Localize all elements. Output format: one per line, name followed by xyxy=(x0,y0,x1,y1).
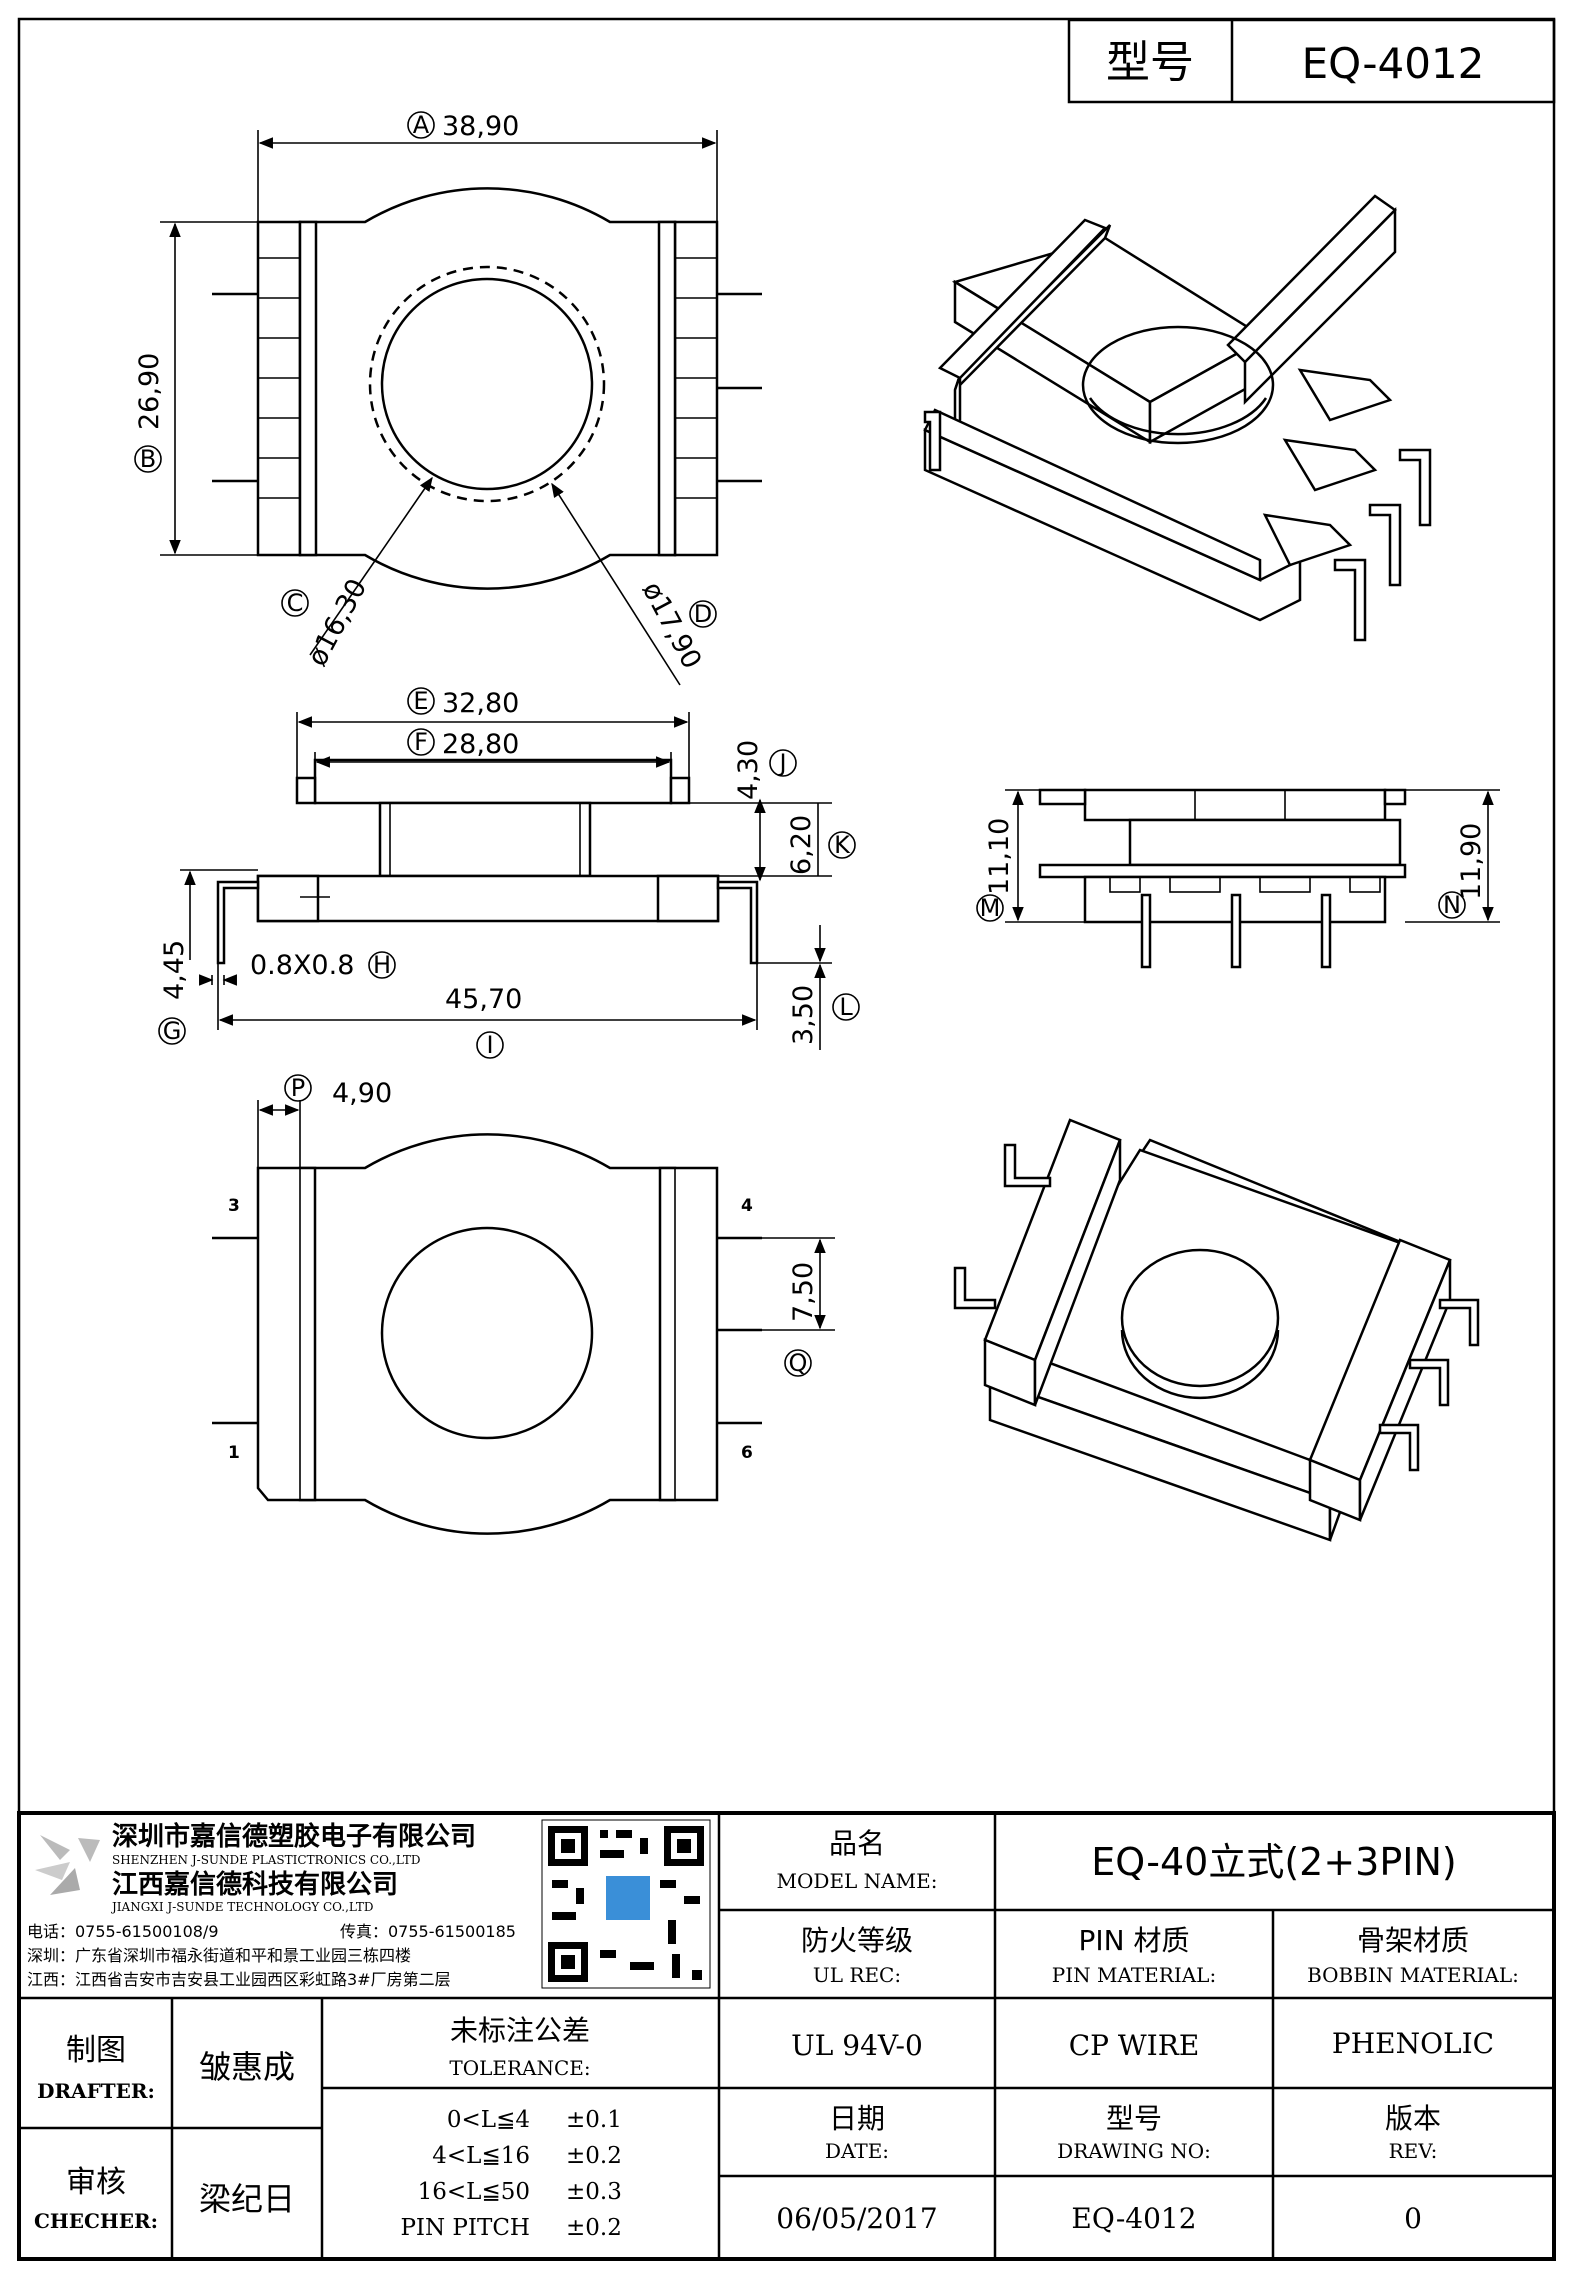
dim-l-value: 3,50 xyxy=(788,985,819,1045)
dim-c-tag: C xyxy=(287,589,304,617)
iso-view-bottom xyxy=(953,1118,1480,1542)
drafter-en: DRAFTER: xyxy=(37,2079,155,2103)
drawing-no-cn: 型号 xyxy=(1106,2102,1162,2135)
pin-material-cn: PIN 材质 xyxy=(1079,1924,1190,1957)
ul-rec-cn: 防火等级 xyxy=(801,1924,913,1957)
model-name-value: EQ-40立式(2+3PIN) xyxy=(1091,1840,1456,1884)
date-cn: 日期 xyxy=(829,2102,885,2135)
dim-l-tag: L xyxy=(839,993,853,1021)
tolerance-value-1: ±0.1 xyxy=(566,2107,622,2133)
drafter-value: 皱惠成 xyxy=(199,2048,295,2086)
title-block: 深圳市嘉信德塑胶电子有限公司 SHENZHEN J-SUNDE PLASTICT… xyxy=(17,1811,1556,2261)
dim-j-tag: J xyxy=(777,749,786,777)
dim-n-tag: N xyxy=(1443,891,1461,919)
rev-cn: 版本 xyxy=(1385,2102,1441,2135)
dim-e-value: 32,80 xyxy=(442,688,519,719)
bobbin-material-en: BOBBIN MATERIAL: xyxy=(1307,1963,1519,1987)
dim-g-tag: G xyxy=(163,1017,182,1045)
bobbin-material-value: PHENOLIC xyxy=(1332,2027,1494,2060)
dim-h-tag: H xyxy=(373,951,391,979)
qr-code xyxy=(541,1819,711,1989)
company-tel: 电话：0755-61500108/9 xyxy=(27,1922,219,1941)
pin-6-label: 6 xyxy=(741,1443,753,1463)
company-name-sz-en: SHENZHEN J-SUNDE PLASTICTRONICS CO.,LTD xyxy=(112,1853,420,1867)
dim-m-tag: M xyxy=(980,894,1001,922)
rev-en: REV: xyxy=(1389,2139,1438,2163)
bobbin-material-cn: 骨架材质 xyxy=(1357,1924,1469,1957)
dim-m-value: 11,10 xyxy=(984,818,1015,895)
tolerance-en: TOLERANCE: xyxy=(449,2056,590,2080)
dim-a-tag: A xyxy=(413,111,430,139)
dim-i-tag: I xyxy=(486,1031,493,1059)
checker-cn: 审核 xyxy=(66,2165,126,2200)
tolerance-value-4: ±0.2 xyxy=(566,2215,622,2241)
dim-f-value: 28,80 xyxy=(442,729,519,760)
drawing-no-en: DRAWING NO: xyxy=(1057,2139,1211,2163)
tolerance-value-3: ±0.3 xyxy=(566,2179,622,2205)
pin-3-label: 3 xyxy=(228,1196,240,1216)
drawing-no-value: EQ-4012 xyxy=(1071,2202,1196,2235)
dim-p-value: 4,90 xyxy=(332,1078,392,1109)
company-addr-jx: 江西：江西省吉安市吉安县工业园西区彩虹路3#厂房第二层 xyxy=(27,1970,451,1989)
pin-material-en: PIN MATERIAL: xyxy=(1052,1963,1216,1987)
company-name-jx-en: JIANGXI J-SUNDE TECHNOLOGY CO.,LTD xyxy=(110,1900,374,1914)
dim-a-value: 38,90 xyxy=(442,111,519,142)
ul-rec-value: UL 94V-0 xyxy=(791,2029,923,2062)
top-view: A 38,90 B 26,90 C ø16,30 D ø17,90 xyxy=(134,111,762,686)
dim-b-tag: B xyxy=(140,445,156,473)
side-view: 11,10 M 11,90 N xyxy=(976,788,1500,969)
company-fax: 传真：0755-61500185 xyxy=(340,1922,516,1941)
dim-h-value: 0.8X0.8 xyxy=(250,950,354,981)
dim-n-value: 11,90 xyxy=(1456,823,1487,900)
header-model-box: 型号 EQ-4012 xyxy=(1067,18,1556,104)
dim-j-value: 4,30 xyxy=(733,740,764,800)
dim-d-tag: D xyxy=(694,600,712,628)
dim-k-tag: K xyxy=(834,831,851,859)
checker-en: CHECHER: xyxy=(34,2209,158,2233)
header-model-value: EQ-4012 xyxy=(1302,39,1485,88)
dim-c-value: ø16,30 xyxy=(302,574,373,671)
dim-q-value: 7,50 xyxy=(788,1262,819,1322)
front-view: E 32,80 F 28,80 4,30 J 6,20 K 4,45 G 0.8… xyxy=(158,687,860,1059)
iso-view-top xyxy=(923,194,1432,642)
tolerance-value-2: ±0.2 xyxy=(566,2143,622,2169)
sheet-border xyxy=(17,17,1556,2261)
checker-value: 梁纪日 xyxy=(199,2180,295,2218)
dim-q-tag: Q xyxy=(789,1349,808,1377)
bottom-view: 3 1 4 6 P 4,90 7,50 Q xyxy=(212,1074,835,1535)
dim-i-value: 45,70 xyxy=(445,984,522,1015)
header-model-label: 型号 xyxy=(1106,37,1194,88)
tolerance-range-4: PIN PITCH xyxy=(400,2215,530,2241)
pin-1-label: 1 xyxy=(228,1443,240,1463)
tolerance-range-1: 0<L≦4 xyxy=(447,2107,530,2133)
dim-k-value: 6,20 xyxy=(786,815,817,875)
dim-g-value: 4,45 xyxy=(159,940,190,1000)
tolerance-range-3: 16<L≦50 xyxy=(418,2179,530,2205)
drafter-cn: 制图 xyxy=(66,2033,126,2068)
company-name-sz: 深圳市嘉信德塑胶电子有限公司 xyxy=(112,1821,476,1852)
tolerance-range-2: 4<L≦16 xyxy=(432,2143,530,2169)
pin-material-value: CP WIRE xyxy=(1069,2029,1200,2062)
ul-rec-en: UL REC: xyxy=(813,1963,901,1987)
model-name-en: MODEL NAME: xyxy=(777,1869,938,1893)
company-name-jx: 江西嘉信德科技有限公司 xyxy=(112,1870,398,1900)
dim-b-value: 26,90 xyxy=(134,353,165,430)
company-addr-sz: 深圳：广东省深圳市福永街道和平和景工业园三栋四楼 xyxy=(27,1946,411,1965)
date-value: 06/05/2017 xyxy=(776,2202,937,2235)
pin-4-label: 4 xyxy=(741,1196,753,1216)
model-name-cn: 品名 xyxy=(829,1827,885,1860)
company-logo xyxy=(35,1835,100,1895)
dim-p-tag: P xyxy=(291,1074,305,1102)
date-en: DATE: xyxy=(825,2139,889,2163)
rev-value: 0 xyxy=(1404,2202,1422,2235)
dim-f-tag: F xyxy=(414,728,428,756)
tolerance-cn: 未标注公差 xyxy=(450,2014,590,2047)
dim-e-tag: E xyxy=(413,687,428,715)
